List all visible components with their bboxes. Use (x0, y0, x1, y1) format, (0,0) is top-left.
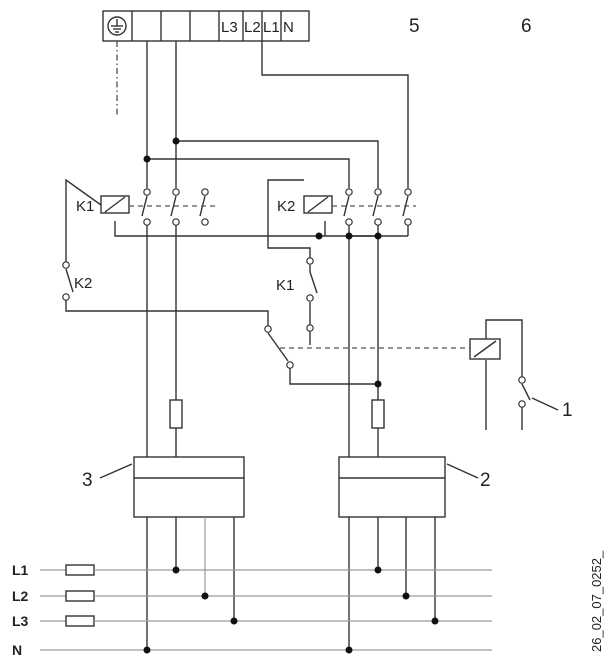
bus-fuse-l1 (65, 564, 95, 576)
terminal-label-l2: L2 (244, 19, 261, 36)
device-3: 3 (82, 456, 245, 518)
wiring (65, 41, 523, 457)
changeover-switch (264, 325, 470, 369)
supply-bus: L1 L2 L3 N (12, 562, 492, 658)
k2-main-contacts (343, 188, 412, 226)
fuse-left (169, 399, 183, 429)
interlock-k2-label: K2 (74, 275, 92, 292)
protective-earth-icon (107, 16, 127, 36)
k2-coil-label: K2 (277, 198, 295, 215)
bus-label-l1: L1 (12, 562, 29, 578)
figure-id: 26_02_07_0252_ (589, 550, 604, 652)
interlock-contact-k1: K1 (276, 257, 318, 332)
interlock-contact-k2: K2 (62, 261, 92, 301)
bus-label-l3: L3 (12, 613, 29, 629)
callout-1: 1 (562, 400, 573, 421)
contactor-k2: K2 (277, 188, 416, 226)
k1-coil-label: K1 (76, 198, 94, 215)
bus-label-l2: L2 (12, 588, 29, 604)
fuse-right (371, 399, 385, 429)
terminal-label-n: N (283, 19, 294, 36)
bus-feeders (146, 517, 436, 650)
callout-2: 2 (480, 470, 491, 491)
interlock-k1-label: K1 (276, 277, 294, 294)
bus-fuse-l2 (65, 590, 95, 602)
header-number-6: 6 (521, 16, 532, 37)
control-relay: 1 (469, 338, 573, 421)
junction-dots (143, 137, 382, 388)
header-number-5: 5 (409, 16, 420, 37)
contactor-k1: K1 (76, 188, 215, 226)
device-2: 2 (338, 456, 491, 518)
callout-3: 3 (82, 470, 93, 491)
terminal-label-l1: L1 (263, 19, 280, 36)
terminal-strip: L3 L2 L1 N (102, 10, 310, 42)
terminal-label-l3: L3 (221, 19, 238, 36)
bus-label-n: N (12, 642, 22, 658)
bus-fuse-l3 (65, 615, 95, 627)
k1-main-contacts (141, 188, 209, 226)
